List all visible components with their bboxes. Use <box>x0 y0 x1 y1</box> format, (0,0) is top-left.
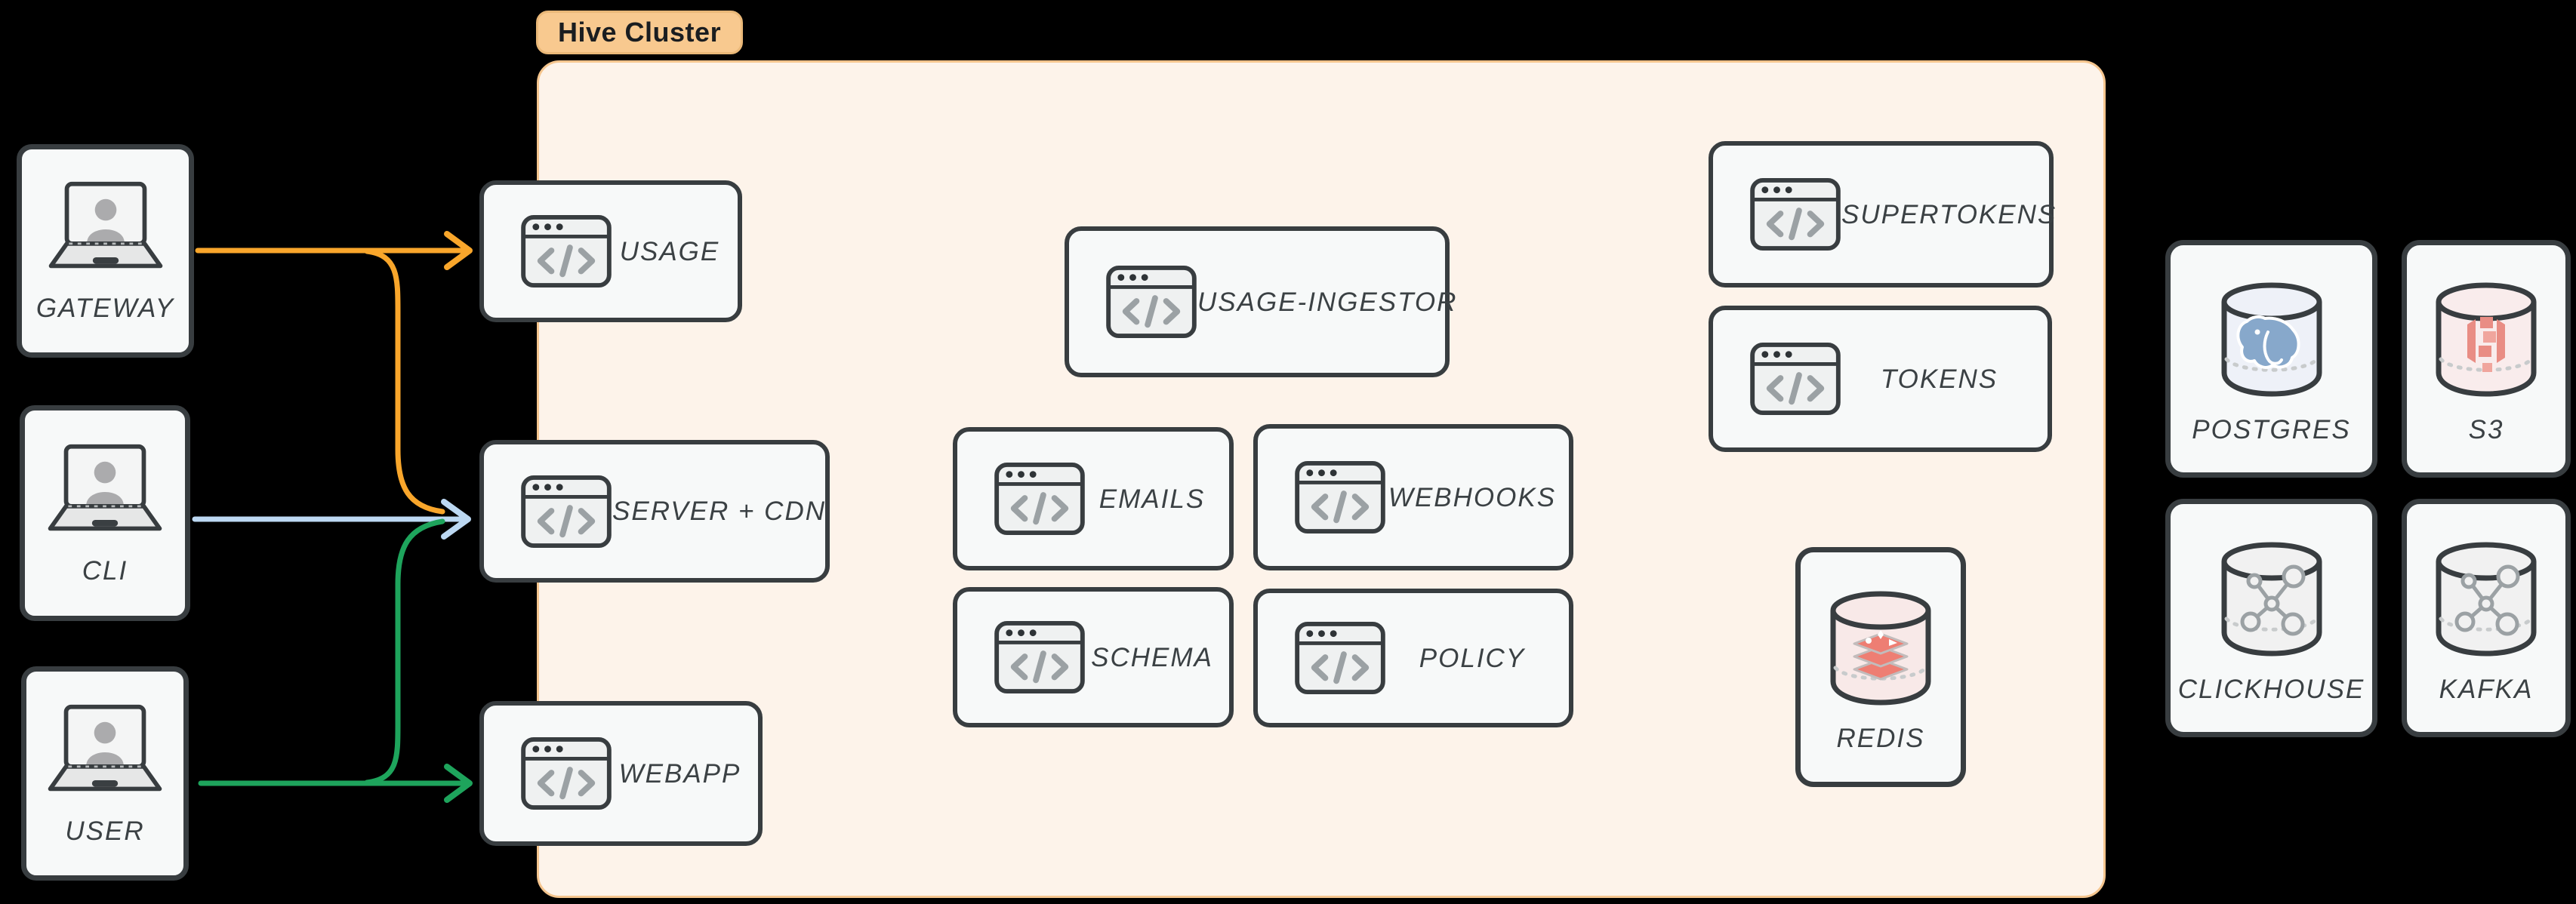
s3-database-icon <box>2430 275 2543 403</box>
service-usage: USAGE <box>479 180 742 322</box>
edge-user-webapp <box>198 764 473 803</box>
service-webapp: WEBAPP <box>479 701 763 846</box>
redis-stack-logo <box>1853 629 1909 680</box>
service-label: SERVER + CDN <box>612 497 827 526</box>
client-node-user: USER <box>21 666 189 881</box>
datastore-clickhouse: CLICKHOUSE <box>2165 499 2377 737</box>
datastore-label: POSTGRES <box>2192 415 2351 444</box>
code-window-icon <box>520 475 612 549</box>
datastore-redis: REDIS <box>1795 547 1966 787</box>
code-window-icon <box>1105 265 1197 339</box>
service-label: SCHEMA <box>1091 642 1213 672</box>
code-window-icon <box>520 214 612 288</box>
service-server-cdn: SERVER + CDN <box>479 440 830 583</box>
postgres-database-icon <box>2215 275 2328 403</box>
service-webhooks: WEBHOOKS <box>1253 424 1573 570</box>
edge-gateway-server-cdn <box>364 248 445 515</box>
code-window-icon <box>994 620 1086 694</box>
code-window-icon <box>520 736 612 810</box>
redis-database-icon <box>1824 583 1937 712</box>
client-node-gateway: GATEWAY <box>17 144 194 358</box>
service-usage-ingestor: USAGE-INGESTOR <box>1065 226 1456 377</box>
edge-cli-server-cdn <box>192 499 471 540</box>
edge-user-server-cdn <box>364 518 445 786</box>
graph-logo <box>2454 564 2520 635</box>
graph-database-icon <box>2215 534 2328 663</box>
service-schema: SCHEMA <box>953 587 1234 727</box>
datastore-label: KAFKA <box>2439 674 2534 704</box>
client-node-cli: CLI <box>20 405 190 621</box>
datastore-label: S3 <box>2468 415 2504 444</box>
datastore-label: CLICKHOUSE <box>2177 674 2365 704</box>
cluster-badge: Hive Cluster <box>536 11 744 54</box>
service-policy: POLICY <box>1253 589 1573 727</box>
laptop-user-icon <box>39 703 171 795</box>
s3-bucket-logo <box>2467 317 2505 372</box>
datastore-s3: S3 <box>2402 240 2571 478</box>
edge-gateway-usage <box>195 231 473 270</box>
postgres-elephant-logo <box>2236 315 2300 369</box>
service-tokens: TOKENS <box>1709 306 2052 452</box>
service-label: WEBHOOKS <box>1388 482 1557 512</box>
code-window-icon <box>1294 460 1386 534</box>
code-window-icon <box>994 462 1086 536</box>
client-label: GATEWAY <box>35 294 175 323</box>
service-label: USAGE <box>619 236 720 266</box>
graph-logo <box>2240 564 2305 635</box>
laptop-user-icon <box>39 443 171 535</box>
service-label: POLICY <box>1419 643 1526 673</box>
code-window-icon <box>1749 177 1841 251</box>
graph-database-icon <box>2430 534 2543 663</box>
client-label: CLI <box>82 555 128 586</box>
service-emails: EMAILS <box>953 427 1234 570</box>
datastore-postgres: POSTGRES <box>2165 240 2377 478</box>
code-window-icon <box>1294 621 1386 695</box>
service-label: EMAILS <box>1098 484 1206 514</box>
code-window-icon <box>1749 342 1841 416</box>
service-label: TOKENS <box>1880 364 1998 394</box>
service-label: WEBAPP <box>618 758 741 789</box>
datastore-label: REDIS <box>1836 723 1925 753</box>
service-label: USAGE-INGESTOR <box>1197 287 1458 317</box>
service-label: SUPERTOKENS <box>1841 199 2057 229</box>
client-label: USER <box>65 816 145 846</box>
laptop-user-icon <box>39 180 172 272</box>
datastore-kafka: KAFKA <box>2402 499 2571 737</box>
service-supertokens: SUPERTOKENS <box>1709 141 2055 287</box>
